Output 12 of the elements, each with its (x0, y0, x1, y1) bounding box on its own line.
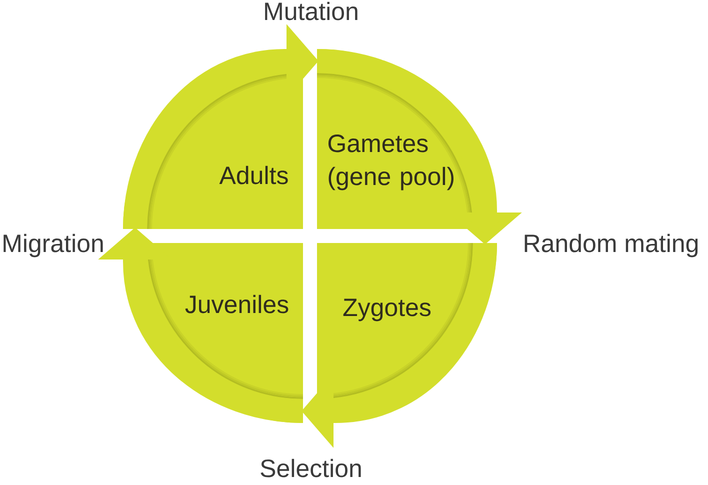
edge-label: Random mating (524, 234, 698, 258)
node-label: Gametes (gene pool) (328, 134, 454, 190)
quadrant-box: Gametes (gene pool) (316, 49, 497, 230)
edge-label: Migration (4, 234, 103, 258)
node-label: Juveniles (185, 294, 288, 314)
node-label: Adults (219, 166, 288, 184)
node-label: Zygotes (343, 298, 431, 322)
quadrant-box: Zygotes (316, 242, 497, 423)
edge-label: Selection (260, 458, 361, 478)
quadrant-box: Juveniles (123, 242, 304, 423)
quadrant-box: Adults (123, 49, 304, 230)
edge-label: Mutation (265, 2, 358, 20)
